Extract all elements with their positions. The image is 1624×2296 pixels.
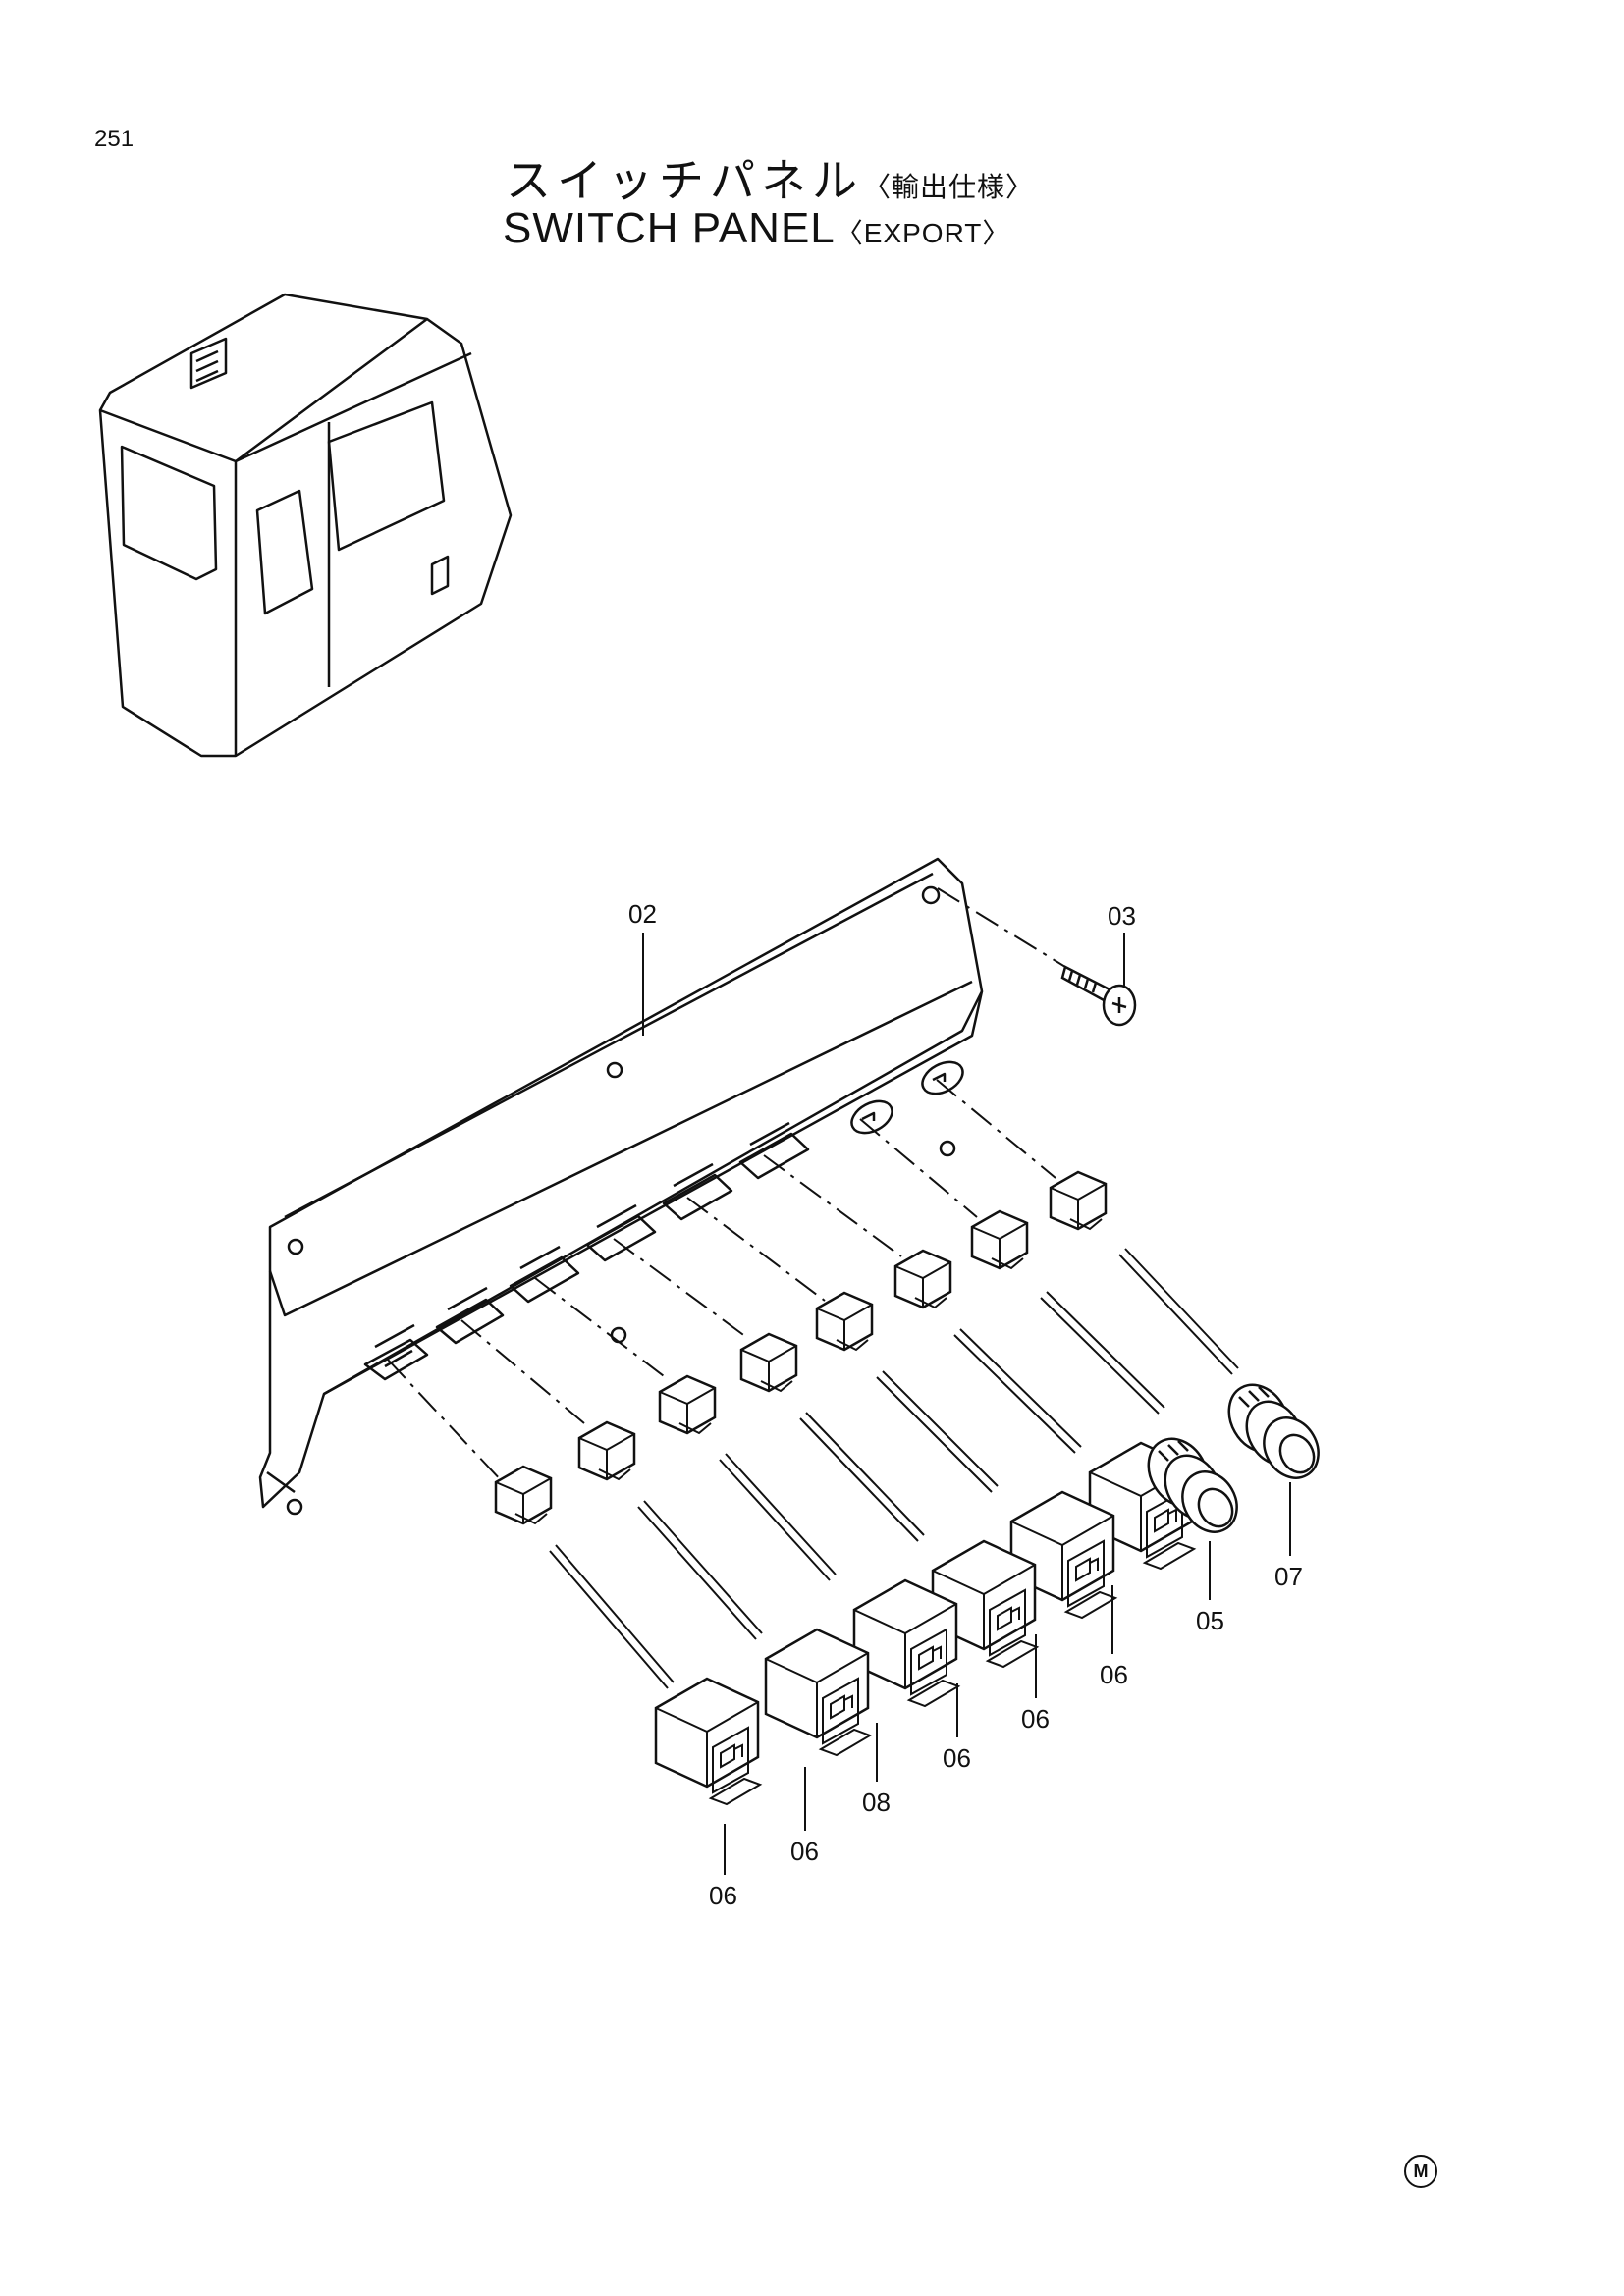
switch-panel-bracket bbox=[258, 857, 984, 1516]
callout-05: 05 bbox=[1196, 1606, 1224, 1635]
round-switch-07 bbox=[1227, 1383, 1320, 1479]
callout-06-b: 06 bbox=[790, 1837, 819, 1866]
callout-07: 07 bbox=[1274, 1562, 1303, 1591]
title-english: SWITCH PANEL〈EXPORT〉 bbox=[503, 204, 1010, 253]
callout-leader-lines bbox=[642, 933, 1291, 1875]
assembly-center-lines bbox=[387, 887, 1066, 1483]
callout-06-e: 06 bbox=[1100, 1660, 1128, 1689]
callout-06-d: 06 bbox=[1021, 1704, 1050, 1734]
round-switches bbox=[1147, 1383, 1320, 1533]
cab-locator-illustration bbox=[98, 293, 513, 758]
mounting-screw bbox=[1060, 965, 1137, 1027]
callout-06-c: 06 bbox=[943, 1743, 971, 1773]
callout-08: 08 bbox=[862, 1788, 891, 1817]
callout-03: 03 bbox=[1108, 901, 1136, 931]
page-number: 251 bbox=[94, 126, 135, 152]
title-en-sub: 〈EXPORT〉 bbox=[835, 218, 1011, 248]
title-jp-main: スイッチパネル bbox=[506, 154, 863, 207]
connector-plugs bbox=[494, 1170, 1108, 1525]
callout-06-a: 06 bbox=[709, 1881, 737, 1910]
title-jp-sub: 〈輸出仕様〉 bbox=[863, 171, 1035, 203]
callout-02: 02 bbox=[628, 899, 657, 929]
title-japanese: スイッチパネル〈輸出仕様〉 bbox=[506, 145, 1034, 210]
wire-harnesses bbox=[549, 1248, 1239, 1689]
manufacturer-mark: M bbox=[1404, 2155, 1437, 2188]
round-switch-05 bbox=[1147, 1437, 1238, 1533]
title-en-main: SWITCH PANEL bbox=[503, 204, 836, 252]
callout-labels: 02 03 05 07 06 06 06 08 06 06 bbox=[628, 899, 1303, 1910]
